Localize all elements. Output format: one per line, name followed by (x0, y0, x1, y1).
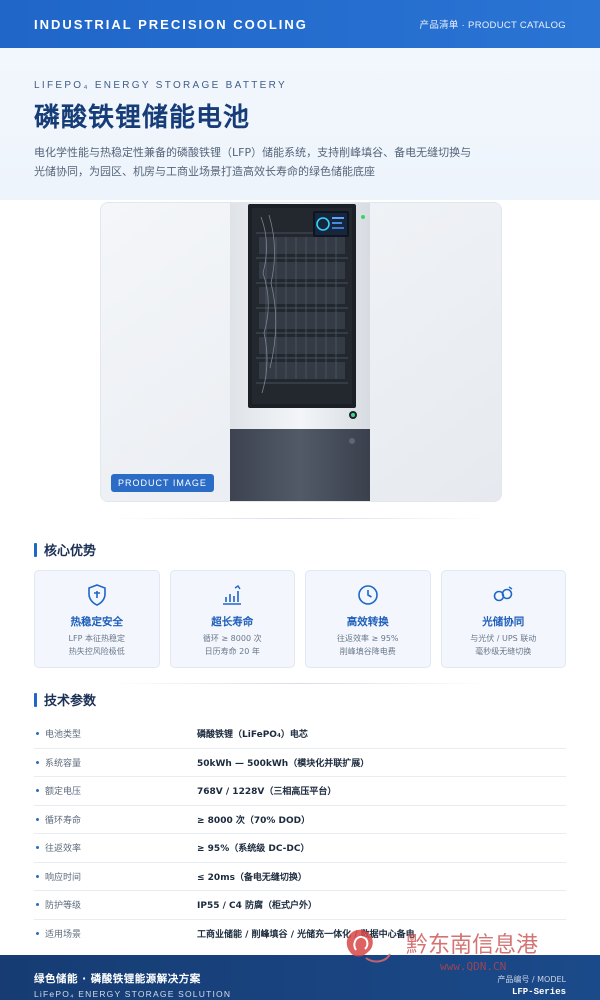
spec-value: ≤ 20ms（备电无缝切换） (197, 872, 307, 883)
section-divider (110, 518, 490, 519)
card-line: 热失控风险极低 (68, 647, 125, 656)
model-label: 产品编号 / MODEL (497, 975, 566, 984)
card-title: 超长寿命 (211, 616, 254, 628)
footer-right: 产品编号 / MODEL LFP-Series (497, 974, 566, 997)
card-line: 削峰填谷降电费 (339, 647, 396, 656)
spec-table: 电池类型 磷酸铁锂（LiFePO₄）电芯 系统容量 50kWh — 500kWh… (34, 720, 566, 947)
eyebrow-text: LIFEPO₄ ENERGY STORAGE BATTERY (34, 80, 287, 91)
hero-description: 电化学性能与热稳定性兼备的磷酸铁锂（LFP）储能系统，支持削峰填谷、备电无缝切换… (34, 146, 472, 179)
table-row: 响应时间 ≤ 20ms（备电无缝切换） (34, 863, 566, 891)
bullet-dot (36, 789, 39, 793)
card-line: 与光伏 / UPS 联动 (470, 634, 537, 643)
page-title: 磷酸铁锂储能电池 (34, 103, 251, 133)
advantage-card-safety: 热稳定安全 LFP 本征热稳定 热失控风险极低 (34, 570, 160, 668)
battery-cabinet-illustration (101, 203, 501, 501)
spec-value: 工商业储能 / 削峰填谷 / 光储充一体化 / 数据中心备电 (197, 929, 415, 940)
card-title: 高效转换 (346, 616, 389, 628)
spec-key: 往返效率 (45, 844, 82, 855)
clock-icon (357, 585, 378, 605)
footer: 绿色储能 · 磷酸铁锂能源解决方案 LiFePO₄ ENERGY STORAGE… (0, 955, 600, 1000)
advantages-heading: 核心优势 (34, 540, 96, 559)
spec-value: 50kWh — 500kWh（模块化并联扩展） (197, 758, 370, 769)
hero-section: LIFEPO₄ ENERGY STORAGE BATTERY 磷酸铁锂储能电池 … (0, 48, 600, 200)
card-title: 光储协同 (482, 616, 525, 628)
card-line: 毫秒级无缝切换 (475, 647, 532, 656)
specs-heading: 技术参数 (34, 690, 96, 709)
spec-value: 768V / 1228V（三相高压平台） (197, 787, 337, 798)
bullet-dot (36, 846, 39, 850)
card-line: 往返效率 ≥ 95% (336, 634, 399, 643)
spec-key: 额定电压 (45, 787, 82, 798)
advantages-heading-text: 核心优势 (44, 544, 97, 559)
shield-icon (87, 584, 106, 606)
section-divider (110, 683, 490, 684)
card-title: 热稳定安全 (70, 616, 124, 628)
spec-key: 响应时间 (45, 872, 82, 883)
advantage-cards: 热稳定安全 LFP 本征热稳定 热失控风险极低 超长寿命 循环 ≥ 8000 次… (34, 570, 566, 668)
link-icon (493, 586, 513, 602)
table-row: 系统容量 50kWh — 500kWh（模块化并联扩展） (34, 749, 566, 777)
table-row: 额定电压 768V / 1228V（三相高压平台） (34, 777, 566, 806)
spec-value: ≥ 8000 次（70% DOD） (197, 815, 311, 826)
model-code: LFP-Series (511, 987, 566, 997)
spec-value: IP55 / C4 防腐（柜式户外） (197, 901, 318, 912)
advantage-card-solar: 光储协同 与光伏 / UPS 联动 毫秒级无缝切换 (440, 570, 566, 668)
table-row: 往返效率 ≥ 95%（系统级 DC-DC） (34, 834, 566, 863)
table-row: 循环寿命 ≥ 8000 次（70% DOD） (34, 806, 566, 834)
growth-chart-icon (223, 585, 242, 605)
top-bar: INDUSTRIAL PRECISION COOLING 产品清单 · PROD… (0, 0, 600, 48)
spec-key: 防护等级 (45, 901, 82, 912)
brand-name: INDUSTRIAL PRECISION COOLING (34, 16, 308, 32)
specs-heading-text: 技术参数 (44, 694, 97, 709)
table-row: 适用场景 工商业储能 / 削峰填谷 / 光储充一体化 / 数据中心备电 (34, 920, 566, 948)
product-image-label: PRODUCT IMAGE (111, 474, 214, 492)
spec-value: ≥ 95%（系统级 DC-DC） (197, 844, 310, 855)
bullet-dot (36, 874, 39, 878)
footer-subtitle: LiFePO₄ ENERGY STORAGE SOLUTION (34, 989, 232, 999)
spec-key: 循环寿命 (45, 815, 82, 826)
spec-key: 系统容量 (45, 758, 82, 769)
spec-key: 电池类型 (45, 730, 82, 741)
heading-accent-bar (34, 692, 37, 707)
card-line: 日历寿命 20 年 (204, 647, 260, 656)
footer-title: 绿色储能 · 磷酸铁锂能源解决方案 (34, 973, 201, 985)
footer-left: 绿色储能 · 磷酸铁锂能源解决方案 LiFePO₄ ENERGY STORAGE… (34, 971, 231, 999)
bullet-dot (36, 931, 39, 935)
advantage-card-efficiency: 高效转换 往返效率 ≥ 95% 削峰填谷降电费 (305, 570, 431, 668)
bullet-dot (36, 760, 39, 764)
bullet-dot (36, 817, 39, 821)
bullet-dot (36, 903, 39, 907)
table-row: 电池类型 磷酸铁锂（LiFePO₄）电芯 (34, 720, 566, 749)
card-line: 循环 ≥ 8000 次 (202, 634, 262, 643)
product-image: PRODUCT IMAGE (100, 202, 502, 502)
spec-key: 适用场景 (45, 929, 82, 940)
table-row: 防护等级 IP55 / C4 防腐（柜式户外） (34, 891, 566, 920)
catalog-link[interactable]: 产品清单 · PRODUCT CATALOG (419, 20, 566, 31)
card-line: LFP 本征热稳定 (68, 634, 125, 643)
advantage-card-lifespan: 超长寿命 循环 ≥ 8000 次 日历寿命 20 年 (169, 570, 295, 668)
spec-value: 磷酸铁锂（LiFePO₄）电芯 (197, 730, 308, 741)
bullet-dot (36, 732, 39, 736)
heading-accent-bar (34, 542, 37, 557)
